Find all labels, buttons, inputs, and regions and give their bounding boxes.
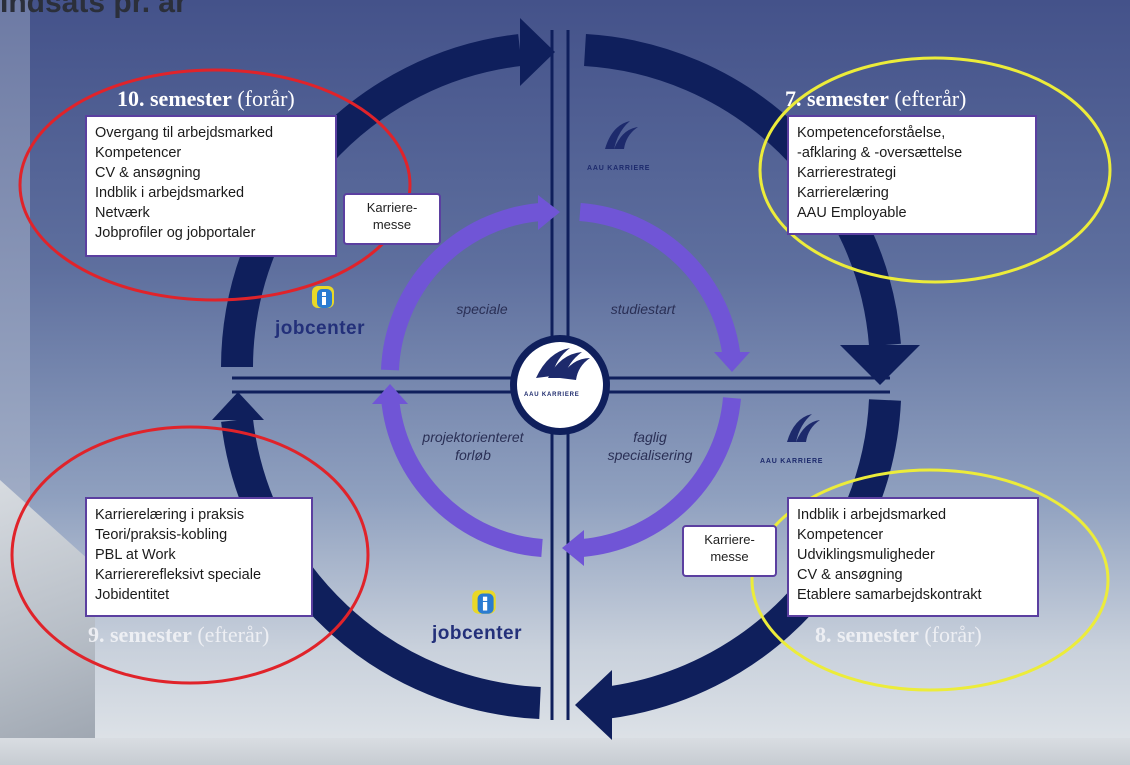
semester-8-label: 8. semester	[815, 622, 919, 647]
semester-8-season: (forår)	[924, 622, 982, 647]
center-hub	[510, 335, 610, 435]
semester-8-box: Indblik i arbejdsmarked Kompetencer Udvi…	[787, 497, 1039, 617]
semester-7-box: Kompetenceforståelse, -afklaring & -over…	[787, 115, 1037, 235]
messe-line: Karriere-	[366, 200, 418, 215]
box-item: Indblik i arbejdsmarked	[95, 185, 245, 201]
aau-logo-icon	[605, 121, 638, 149]
inner-ring	[381, 203, 741, 557]
inner-arc-top-left	[381, 203, 541, 371]
highlight-8-semester	[750, 468, 1110, 692]
highlight-7-semester	[758, 56, 1112, 284]
inner-arc-bottom-right	[581, 397, 741, 557]
semester-9-box: Karrierelæring i praksis Teori/praksis-k…	[85, 497, 313, 617]
box-item: Karrierelæring i praksis	[95, 507, 245, 523]
phase-line: faglig	[633, 429, 667, 445]
jobcenter-icon	[472, 590, 496, 614]
highlight-10-semester	[18, 68, 412, 302]
box-item: Jobidentitet	[95, 587, 170, 603]
highlight-9-semester	[10, 425, 370, 685]
aau-label: AAU KARRIERE	[760, 458, 824, 465]
box-item: Kompetencer	[95, 145, 182, 161]
phase-line: specialisering	[607, 447, 693, 463]
jobcenter-label-top: jobcenter	[275, 318, 366, 339]
aau-logo-icon	[787, 414, 820, 442]
box-item: Udviklingsmuligheder	[797, 547, 935, 563]
phase-speciale: speciale	[456, 301, 508, 317]
semester-9-season: (efterår)	[197, 622, 270, 647]
phase-line: forløb	[455, 447, 491, 463]
messe-line: messe	[710, 549, 749, 564]
box-item: Etablere samarbejdskontrakt	[797, 587, 982, 603]
arrowhead-left	[212, 392, 264, 420]
box-item: Karriererefleksivt speciale	[95, 567, 262, 583]
inner-arc-bottom-left	[381, 397, 543, 557]
semester-10-box: Overgang til arbejdsmarked Kompetencer C…	[85, 115, 337, 257]
box-item: Indblik i arbejdsmarked	[797, 507, 947, 523]
box-item: AAU Employable	[797, 205, 907, 221]
semester-9-title: 9. semester (efterår)	[88, 622, 269, 648]
box-item: Teori/praksis-kobling	[95, 527, 228, 543]
slide-title: Indsats pr. år	[0, 0, 187, 19]
messe-line: Karriere-	[704, 532, 755, 547]
jobcenter-label-bottom: jobcenter	[432, 623, 523, 644]
box-item: Kompetencer	[797, 527, 884, 543]
semester-7-title: 7. semester (efterår)	[785, 86, 966, 112]
semester-10-label: 10. semester	[117, 86, 232, 111]
outer-arrowheads	[212, 18, 920, 740]
box-item: Jobprofiler og jobportaler	[95, 225, 256, 241]
box-item: CV & ansøgning	[797, 567, 903, 583]
highlight-ellipses	[10, 56, 1112, 692]
semester-7-label: 7. semester	[785, 86, 889, 111]
arrowhead-top	[520, 18, 555, 86]
semester-10-season: (forår)	[237, 86, 295, 111]
semester-10-title: 10. semester (forår)	[117, 86, 295, 112]
aau-label: AAU KARRIERE	[587, 165, 651, 172]
phase-studiestart: studiestart	[610, 301, 676, 317]
semester-8-title: 8. semester (forår)	[815, 622, 982, 648]
aau-label-center: AAU KARRIERE	[524, 392, 580, 398]
karrieremesse-top: Karriere- messe	[343, 193, 441, 245]
box-item: Kompetenceforståelse,	[797, 125, 946, 141]
semester-7-season: (efterår)	[894, 86, 967, 111]
background-ground	[0, 738, 1130, 765]
phase-line: projektorienteret	[422, 429, 524, 445]
arrowhead-bottom	[575, 670, 612, 740]
jobcenter-icon	[312, 286, 334, 308]
semester-9-label: 9. semester	[88, 622, 192, 647]
inner-arrowheads	[372, 195, 750, 566]
box-item: CV & ansøgning	[95, 165, 201, 181]
box-item: -afklaring & -oversættelse	[797, 145, 963, 161]
box-item: Overgang til arbejdsmarked	[95, 125, 274, 141]
phase-projektorienteret: projektorienteret forløb	[408, 428, 538, 464]
messe-line: messe	[372, 217, 412, 232]
box-item: Netværk	[95, 205, 150, 221]
box-item: PBL at Work	[95, 547, 176, 563]
phase-faglig: faglig specialisering	[590, 428, 710, 464]
outer-arc-bottom-left	[221, 418, 541, 719]
karrieremesse-bottom: Karriere- messe	[682, 525, 777, 577]
box-item: Karrierelæring	[797, 185, 889, 201]
arrowhead-right	[840, 345, 920, 385]
inner-arc-top-right	[579, 203, 741, 361]
box-item: Karrierestrategi	[797, 165, 897, 181]
